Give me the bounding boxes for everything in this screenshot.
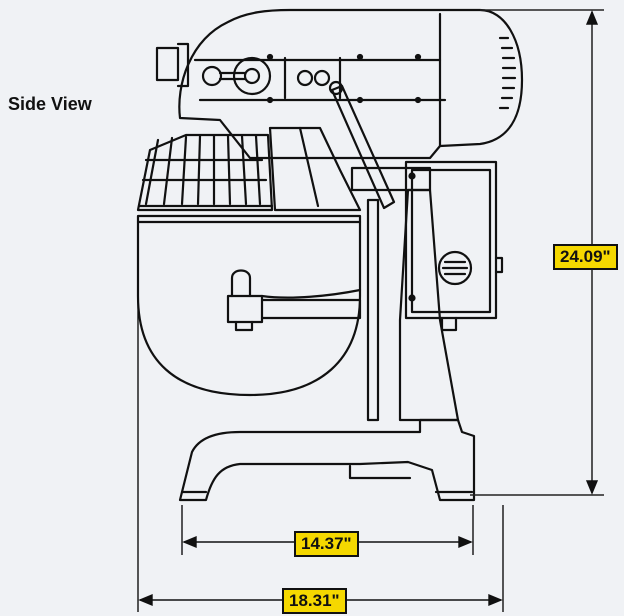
column xyxy=(366,198,380,422)
height-dimension-label: 24.09" xyxy=(553,244,618,270)
attachment-hub xyxy=(155,46,180,82)
speed-dial xyxy=(232,56,272,96)
base-width-dimension-label: 14.37" xyxy=(294,531,359,557)
control-box xyxy=(404,160,498,320)
mixing-bowl xyxy=(136,214,362,397)
safety-guard xyxy=(136,133,274,212)
overall-width-dimension-label: 18.31" xyxy=(282,588,347,614)
view-title: Side View xyxy=(8,94,92,114)
base xyxy=(178,418,476,502)
knob xyxy=(437,250,473,286)
bowl-handle xyxy=(230,269,252,298)
ingredient-chute xyxy=(268,126,362,212)
